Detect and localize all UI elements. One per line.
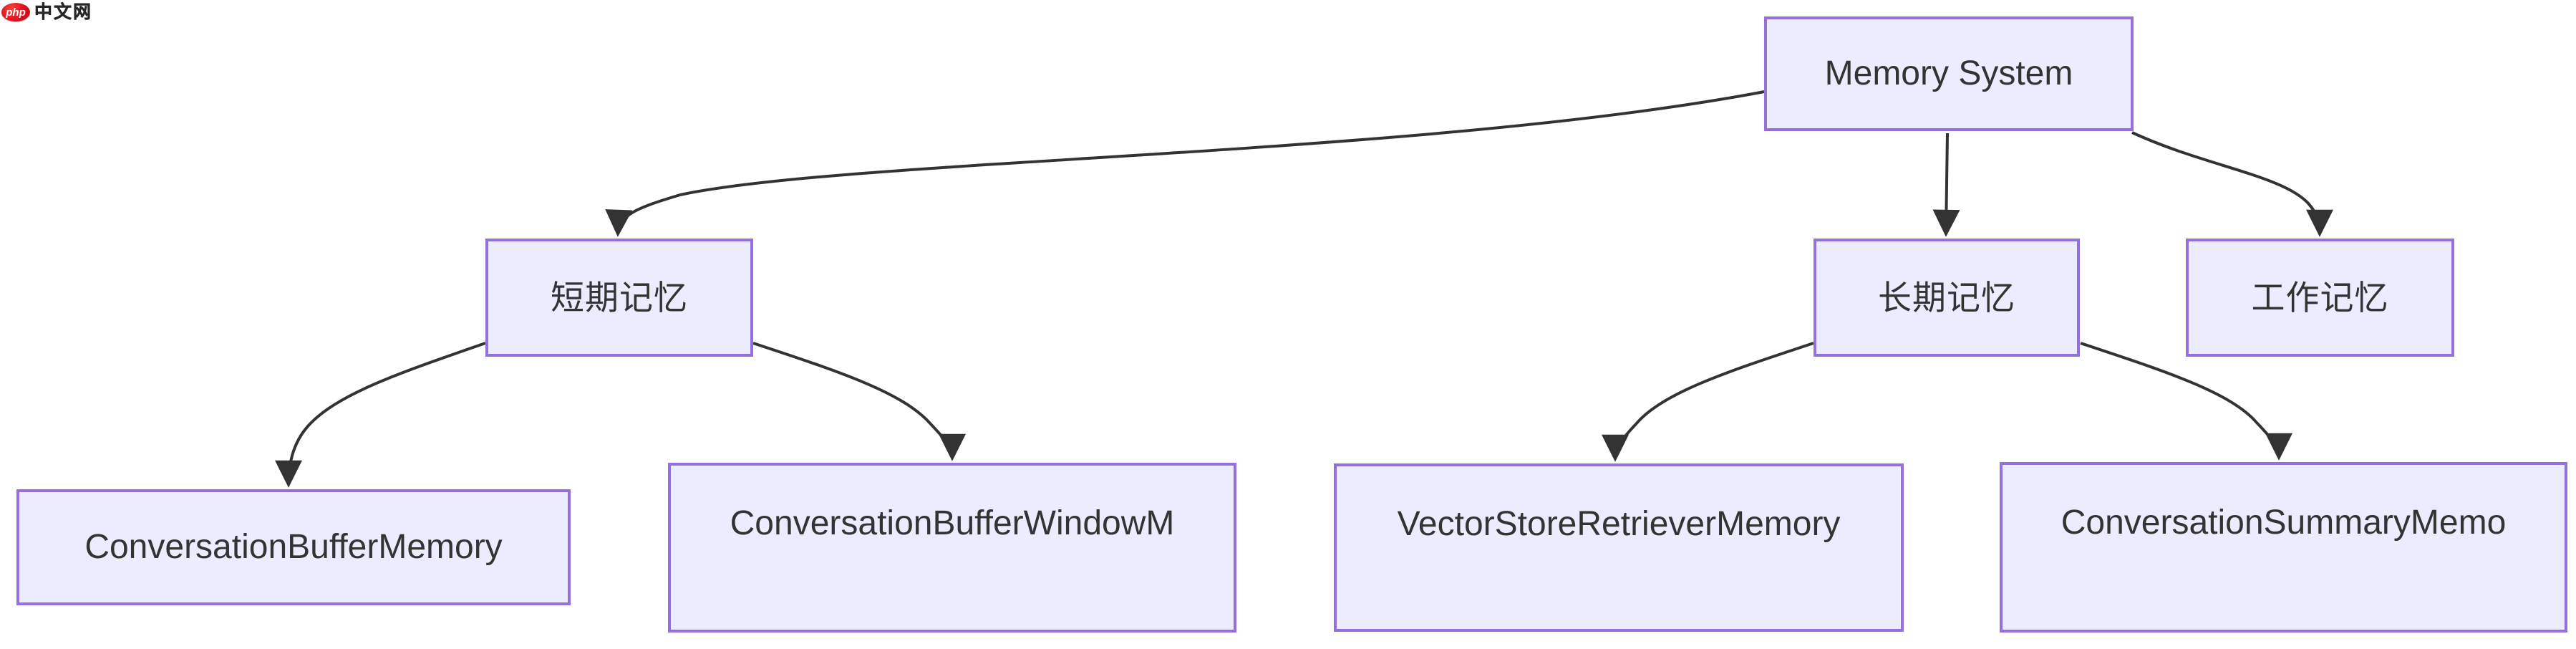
node-conversation-summary-memory-label: ConversationSummaryMemo — [2061, 504, 2507, 542]
node-conversation-buffer-window-memory: ConversationBufferWindowM — [668, 463, 1236, 633]
edge-short-term-to-conv-buffer — [275, 342, 486, 488]
edge-memory-to-working — [2131, 131, 2333, 237]
node-memory-system-label: Memory System — [1824, 54, 2073, 92]
node-long-term-memory-label: 长期记忆 — [1878, 278, 2015, 317]
site-logo-text: 中文网 — [34, 1, 93, 22]
node-conversation-summary-memory: ConversationSummaryMemo — [2000, 462, 2567, 633]
edge-long-term-to-conv-summary — [2080, 342, 2292, 461]
node-conversation-buffer-memory-label: ConversationBufferMemory — [84, 528, 503, 566]
edge-memory-to-long-term — [1932, 133, 1960, 237]
node-working-memory-label: 工作记忆 — [2251, 278, 2389, 317]
node-working-memory: 工作记忆 — [2186, 239, 2454, 357]
edge-short-term-to-conv-buffer-window — [752, 342, 966, 461]
node-long-term-memory: 长期记忆 — [1814, 239, 2080, 357]
edge-memory-to-short-term — [605, 90, 1765, 237]
edge-long-term-to-vector-store — [1602, 342, 1814, 462]
node-vector-store-retriever-memory-label: VectorStoreRetrieverMemory — [1397, 505, 1841, 543]
node-conversation-buffer-memory: ConversationBufferMemory — [16, 489, 571, 605]
node-short-term-memory-label: 短期记忆 — [551, 278, 688, 317]
node-conversation-buffer-window-memory-label: ConversationBufferWindowM — [730, 504, 1175, 542]
site-logo[interactable]: php 中文网 — [1, 1, 92, 23]
node-memory-system: Memory System — [1764, 16, 2134, 131]
node-vector-store-retriever-memory: VectorStoreRetrieverMemory — [1334, 463, 1904, 632]
php-logo-icon: php — [1, 3, 30, 21]
node-short-term-memory: 短期记忆 — [485, 239, 753, 357]
